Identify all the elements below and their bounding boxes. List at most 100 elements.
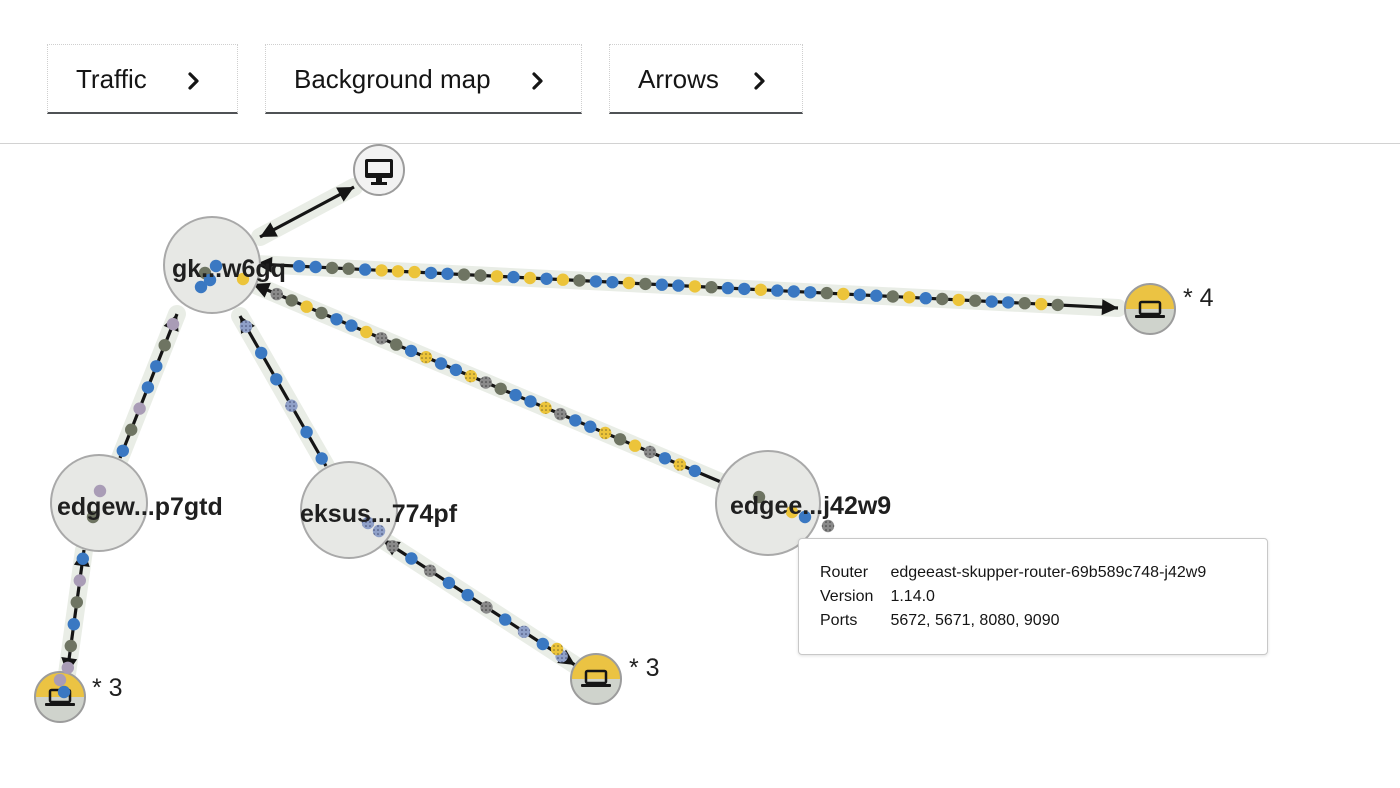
toolbar: Traffic Background map Arrows xyxy=(0,0,1400,144)
client-node-eks[interactable] xyxy=(570,653,622,705)
traffic-dot xyxy=(494,382,507,395)
traffic-dot xyxy=(315,452,328,465)
traffic-dot xyxy=(1018,297,1031,310)
traffic-dot xyxy=(76,552,90,565)
traffic-dot xyxy=(820,286,833,300)
traffic-dot xyxy=(606,276,619,289)
traffic-dot xyxy=(239,320,253,333)
traffic-dot xyxy=(449,363,463,377)
traffic-dot xyxy=(404,344,418,358)
node-labels: gk...w6gq edgew...p7gtd eksus...774pf ed… xyxy=(57,255,1214,702)
traffic-dot xyxy=(490,270,504,283)
traffic-dot xyxy=(804,286,817,299)
node-label-edgee: edgee...j42w9 xyxy=(730,492,891,520)
traffic-dot xyxy=(688,464,701,478)
traffic-dot xyxy=(584,420,597,433)
link-gke-client-right-arrow-end xyxy=(1101,299,1118,316)
traffic-dot xyxy=(1051,298,1064,312)
router-node-eks[interactable] xyxy=(300,461,398,559)
tooltip-ports-value: 5672, 5671, 8080, 9090 xyxy=(890,612,1060,629)
router-node-edgew[interactable] xyxy=(50,454,148,552)
arrows-button[interactable]: Arrows xyxy=(609,44,803,114)
traffic-dot xyxy=(442,576,456,590)
link-gke-edgee-arrow-start xyxy=(253,282,271,298)
traffic-dot xyxy=(539,401,552,414)
traffic-dot xyxy=(837,287,850,301)
router-node-edgee[interactable] xyxy=(715,450,821,556)
traffic-dot xyxy=(73,574,87,587)
traffic-dot xyxy=(589,275,603,288)
traffic-dot xyxy=(673,458,686,471)
tooltip-version-value: 1.14.0 xyxy=(890,588,935,605)
traffic-dot xyxy=(672,279,685,292)
chevron-right-icon xyxy=(754,72,765,90)
traffic-dot xyxy=(330,313,343,326)
traffic-dot xyxy=(57,685,71,699)
traffic-dot xyxy=(375,332,388,345)
traffic-dot xyxy=(209,259,223,273)
traffic-dot xyxy=(705,281,718,294)
traffic-dot xyxy=(67,618,81,631)
nodes xyxy=(34,144,1176,723)
traffic-dot xyxy=(116,444,129,457)
traffic-dot xyxy=(361,516,375,530)
traffic-dot xyxy=(70,596,84,609)
background-map-button[interactable]: Background map xyxy=(265,44,582,114)
tooltip-router-value: edgeeast-skupper-router-69b589c748-j42w9 xyxy=(890,564,1207,581)
traffic-dot xyxy=(457,268,471,281)
traffic-dot xyxy=(375,264,388,277)
traffic-dot xyxy=(133,402,146,415)
traffic-dot xyxy=(569,414,582,427)
tooltip-row-router: Router edgeeast-skupper-router-69b589c74… xyxy=(820,564,1206,582)
traffic-dot xyxy=(752,490,766,504)
traffic-dot xyxy=(358,263,372,276)
traffic-dot xyxy=(372,524,386,538)
laptop-icon xyxy=(1135,300,1165,318)
traffic-dot xyxy=(903,291,916,304)
traffic-dot xyxy=(342,262,355,275)
traffic-dot xyxy=(125,423,138,436)
traffic-dot xyxy=(325,261,339,275)
tooltip-router-key: Router xyxy=(820,564,869,581)
traffic-dot xyxy=(540,272,553,285)
link-gke-console-arrow-start xyxy=(260,222,278,237)
traffic-dot xyxy=(523,271,537,285)
traffic-dot xyxy=(423,564,437,577)
traffic-dot xyxy=(643,445,657,459)
traffic-dot xyxy=(461,588,474,602)
traffic-dot xyxy=(622,276,636,290)
client-count-eks: * 3 xyxy=(629,654,660,682)
traffic-dot xyxy=(390,338,403,351)
traffic-button[interactable]: Traffic xyxy=(47,44,238,114)
traffic-dot xyxy=(499,613,512,626)
traffic-label: Traffic xyxy=(76,64,147,94)
traffic-dot xyxy=(360,325,373,339)
traffic-dot xyxy=(573,274,586,287)
traffic-dot xyxy=(300,425,313,439)
link-gke-console-arrow-end xyxy=(336,187,354,202)
traffic-dot xyxy=(655,278,669,291)
traffic-dot xyxy=(554,407,567,421)
traffic-dot xyxy=(64,639,78,653)
traffic-dot xyxy=(309,260,322,274)
node-label-eks: eksus...774pf xyxy=(300,500,458,528)
traffic-dot xyxy=(391,265,405,278)
traffic-dot xyxy=(613,433,627,446)
client-node-right[interactable] xyxy=(1124,283,1176,335)
traffic-dot xyxy=(771,284,784,297)
traffic-dot xyxy=(886,290,899,303)
traffic-dot xyxy=(424,266,438,280)
chevron-right-icon xyxy=(188,72,199,90)
traffic-dot xyxy=(345,319,358,332)
traffic-dot xyxy=(61,661,74,674)
traffic-dot xyxy=(166,317,180,331)
link-gke-client-right-arrow-start xyxy=(256,256,273,273)
traffic-dot xyxy=(236,272,250,286)
traffic-dot xyxy=(556,273,570,286)
node-label-edgew: edgew...p7gtd xyxy=(57,493,223,521)
traffic-dot xyxy=(255,346,268,360)
traffic-dot xyxy=(524,395,537,408)
console-node[interactable] xyxy=(353,144,405,196)
link-edgew-client-edgew-line xyxy=(65,549,86,675)
